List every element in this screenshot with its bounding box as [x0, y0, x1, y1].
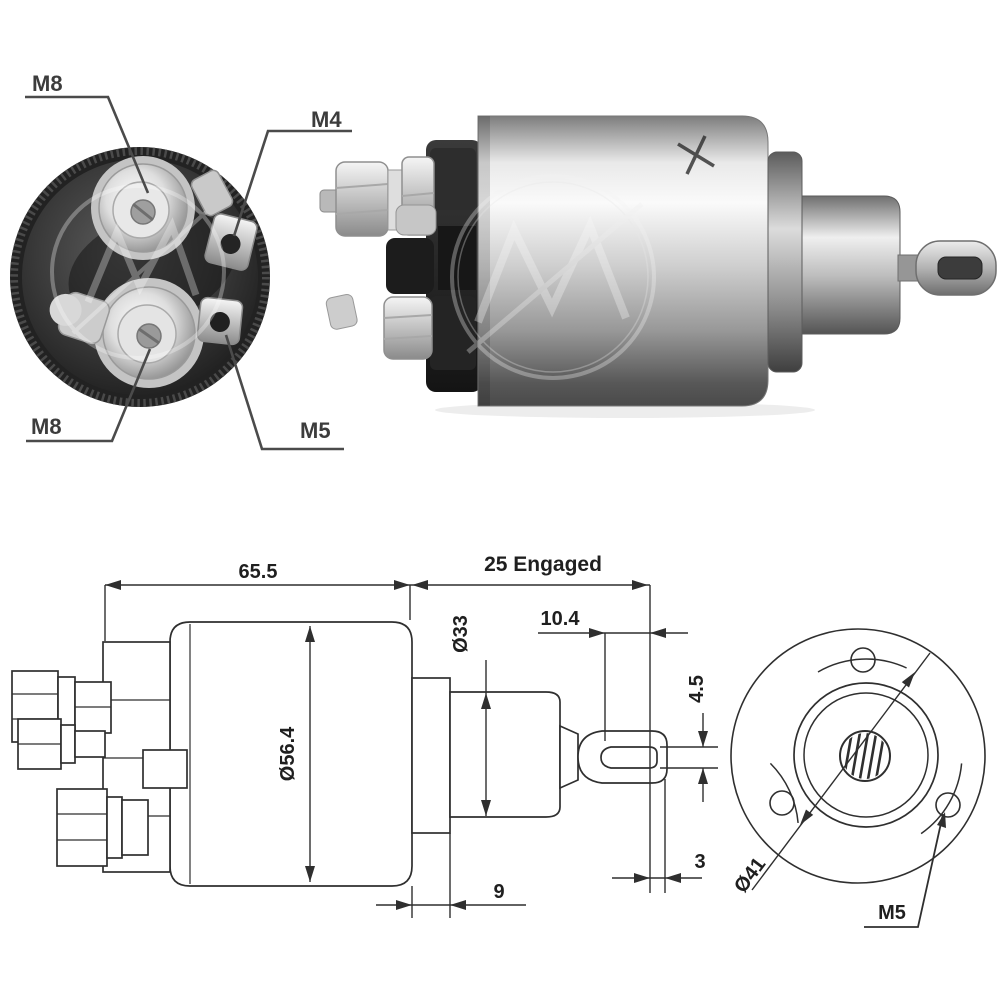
dim-body-length: 65.5: [239, 561, 278, 583]
scribed-plus-mark: [677, 135, 715, 175]
bolt-circle-arc: [920, 763, 963, 835]
label-m5: M5: [300, 418, 331, 443]
dim-flange-diameter: Ø33: [450, 615, 472, 653]
shaft-hatching: [842, 729, 886, 783]
drawing-side-view: [11, 621, 668, 887]
cylinder-edge-shade: [478, 116, 490, 406]
label-m4: M4: [311, 107, 342, 132]
drawing-front-view: [730, 628, 986, 928]
callout-leaders: [25, 95, 352, 451]
drawn-bottom-stud: [56, 788, 149, 867]
left-tab-terminal: [49, 291, 111, 345]
drawn-eyelet-slot: [600, 746, 658, 769]
drawn-step-block: [142, 749, 188, 789]
dim-tip: 3: [694, 851, 705, 873]
drawn-boss: [449, 691, 561, 818]
m8-terminal-bottom: [94, 278, 204, 388]
m4-terminal: [204, 213, 258, 271]
label-m8-bottom: M8: [31, 414, 62, 439]
leader-m8-bottom: [26, 348, 152, 443]
leader-m5-thread: [864, 813, 944, 928]
drawn-hole-left: [769, 790, 795, 816]
drawn-neck: [559, 724, 579, 790]
dim-bolt-circle: Ø41: [730, 854, 770, 897]
drawn-flange-circle: [730, 628, 986, 884]
leader-m5: [224, 334, 344, 451]
dimension-lines: [104, 584, 718, 918]
dim-body-diameter: Ø56.4: [277, 726, 299, 781]
dim-eyelet-slot: 4.5: [686, 675, 708, 703]
m5-terminal: [196, 296, 244, 346]
zm-logo-watermark-icon: [50, 184, 226, 360]
cap-detail-mid: [438, 226, 476, 290]
main-cylinder: [477, 115, 769, 407]
eyelet-slot: [937, 256, 983, 280]
cap-detail-bottom: [430, 296, 476, 370]
side-view-photo: [319, 115, 997, 418]
m8-terminal-top: [91, 156, 195, 260]
drawn-body: [169, 621, 413, 887]
drawn-mid-stud: [17, 718, 106, 770]
dim-step: 9: [493, 881, 504, 903]
terminal-hardware: [319, 156, 437, 360]
leader-m4: [232, 129, 352, 237]
dim-plunger-offset: 10.4: [541, 608, 581, 630]
knurled-rim-texture: [10, 147, 270, 407]
cap-detail-top: [430, 148, 476, 210]
dim-line-bolt-circle: [751, 652, 931, 891]
front-boss-cylinder: [801, 195, 901, 335]
step-ring: [767, 151, 803, 373]
drawn-boss-inner-circle: [803, 692, 929, 818]
zm-logo-watermark-icon: [450, 174, 656, 380]
dim-hole-thread: M5: [878, 902, 906, 924]
dim-line-slot: [660, 713, 718, 802]
bolt-circle-arc: [817, 658, 907, 673]
label-m8-top: M8: [32, 71, 63, 96]
drawn-boss-outer-circle: [793, 682, 939, 828]
dim-engaged: 25 Engaged: [484, 553, 602, 576]
dimension-arrows: [105, 580, 708, 910]
leader-m8-top: [25, 95, 150, 194]
front-view-arrows: [800, 672, 946, 828]
bolt-circle-arc: [769, 762, 799, 823]
drawn-flange: [411, 677, 451, 834]
upper-tab-terminal: [190, 169, 234, 217]
end-view-photo: [10, 147, 270, 407]
